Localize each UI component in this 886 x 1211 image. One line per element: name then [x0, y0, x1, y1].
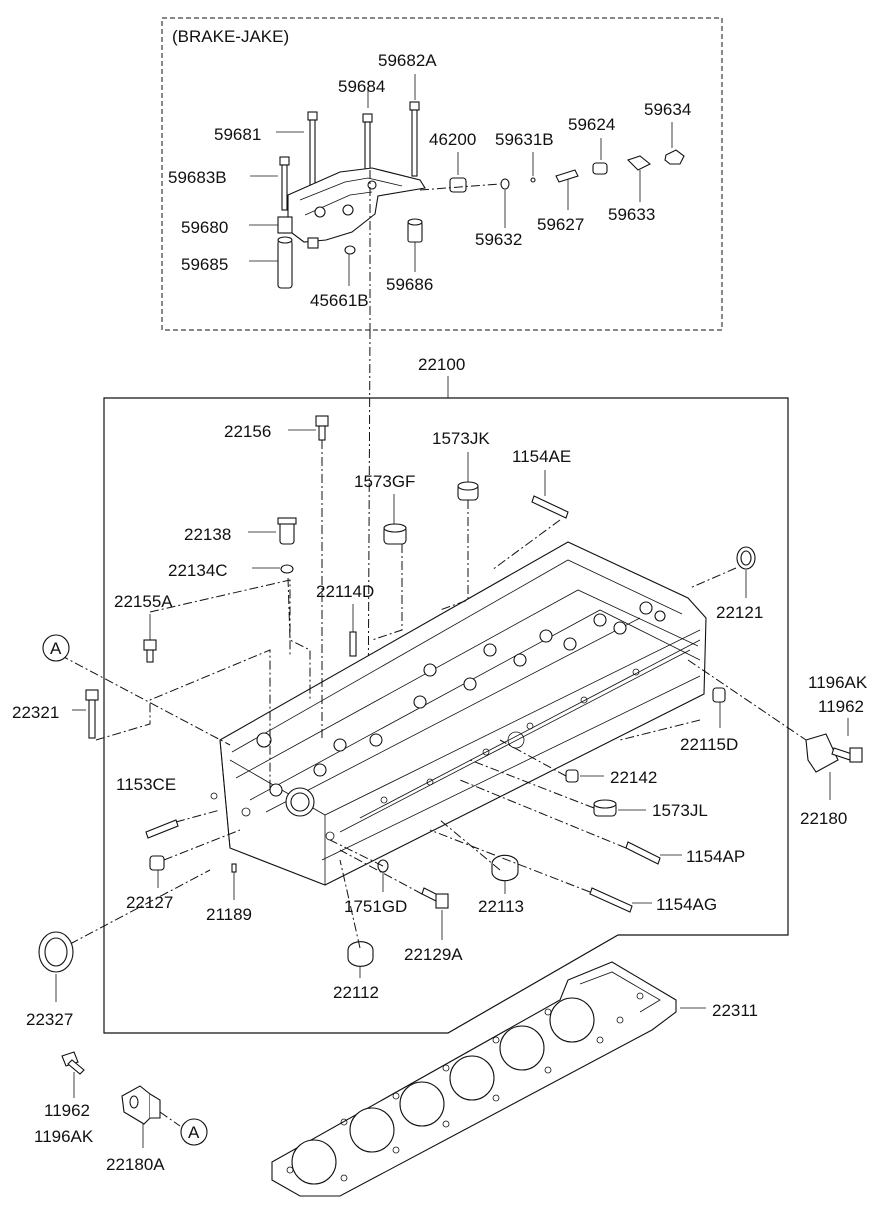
label-59684[interactable]: 59684 — [338, 77, 385, 96]
label-59627[interactable]: 59627 — [537, 215, 584, 234]
bolt-22129A-icon — [421, 887, 449, 909]
label-22321[interactable]: 22321 — [12, 703, 59, 722]
label-22180[interactable]: 22180 — [800, 809, 847, 828]
plunger-59627-icon — [555, 169, 579, 183]
label-46200[interactable]: 46200 — [429, 130, 476, 149]
label-22138[interactable]: 22138 — [184, 525, 231, 544]
ref-marker-a-top-label: A — [50, 639, 62, 658]
label-22121[interactable]: 22121 — [716, 603, 763, 622]
label-1196AK-right[interactable]: 1196AK — [808, 673, 868, 692]
cylinder-head-box — [103, 397, 789, 1034]
cylinder-head-group: 22100 22156 1573JK 1154AE 1573GF 22138 2… — [12, 355, 807, 1034]
label-22180A[interactable]: 22180A — [106, 1155, 165, 1174]
label-1154AG[interactable]: 1154AG — [656, 895, 717, 914]
plug-22138-icon — [277, 517, 297, 545]
label-59624[interactable]: 59624 — [568, 115, 615, 134]
label-59683B[interactable]: 59683B — [168, 168, 227, 187]
ref-marker-a-bottom[interactable] — [180, 1118, 208, 1146]
label-22155A[interactable]: 22155A — [114, 592, 173, 611]
label-22129A[interactable]: 22129A — [404, 945, 463, 964]
label-22114D[interactable]: 22114D — [316, 582, 374, 601]
ball-59632-icon — [500, 178, 510, 190]
dowel-22114D-icon — [349, 631, 357, 657]
seal-1573JK-icon — [457, 481, 479, 501]
label-59681[interactable]: 59681 — [214, 125, 261, 144]
label-22115D[interactable]: 22115D — [680, 735, 738, 754]
brake-jake-title: (BRAKE-JAKE) — [172, 27, 289, 46]
seal-1573JL-icon — [593, 799, 617, 817]
label-59682A[interactable]: 59682A — [378, 51, 437, 70]
label-22134C[interactable]: 22134C — [168, 561, 228, 580]
label-45661B[interactable]: 45661B — [310, 291, 369, 310]
adjuster-59633-icon — [626, 155, 652, 171]
label-59634[interactable]: 59634 — [644, 100, 691, 119]
label-1573JK[interactable]: 1573JK — [432, 429, 490, 448]
label-22112[interactable]: 22112 — [333, 983, 379, 1002]
label-22142[interactable]: 22142 — [610, 768, 657, 787]
bolt-59682A-icon — [409, 101, 420, 177]
seal-22327-icon — [38, 931, 74, 973]
label-59631B[interactable]: 59631B — [495, 130, 554, 149]
cap-22127-icon — [149, 855, 165, 871]
piston-46200-icon — [449, 177, 467, 193]
bolt-22155A-icon — [143, 639, 157, 663]
label-11962-left[interactable]: 11962 — [44, 1101, 90, 1120]
label-59633[interactable]: 59633 — [608, 205, 655, 224]
label-21189[interactable]: 21189 — [206, 905, 252, 924]
outside-group: A 1196AK 11962 22180 22327 22311 — [26, 634, 868, 1197]
pin-59631B-icon — [530, 177, 536, 183]
stud-1154AP-icon — [625, 841, 661, 865]
stud-1154AG-icon — [589, 887, 633, 913]
label-1196AK-left[interactable]: 1196AK — [34, 1127, 94, 1146]
bolt-11962-left-icon — [61, 1051, 85, 1075]
label-59680[interactable]: 59680 — [181, 218, 228, 237]
plug-22142-icon — [565, 769, 579, 783]
bolt-22156-icon — [315, 415, 329, 441]
label-22113[interactable]: 22113 — [478, 897, 524, 916]
label-22100[interactable]: 22100 — [418, 355, 465, 374]
label-59685[interactable]: 59685 — [181, 255, 228, 274]
bracket-22180-icon — [805, 733, 839, 773]
cap-22115D-icon — [712, 687, 726, 703]
label-1154AE[interactable]: 1154AE — [512, 447, 571, 466]
nut-59634-icon — [664, 149, 685, 165]
label-1751GD[interactable]: 1751GD — [344, 897, 407, 916]
stud-1154AE-icon — [531, 495, 569, 519]
brake-housing-59680-icon — [277, 167, 426, 249]
label-22156[interactable]: 22156 — [224, 422, 271, 441]
bolt-59683B-icon — [279, 156, 290, 211]
label-1573GF[interactable]: 1573GF — [354, 472, 415, 491]
label-11962-right[interactable]: 11962 — [818, 697, 864, 716]
bolt-11962-right-icon — [831, 747, 863, 763]
cylinder-head-body-icon — [210, 541, 707, 886]
plug-22112-icon — [347, 941, 374, 967]
oring-22134C-icon — [280, 564, 294, 574]
brake-jake-group: (BRAKE-JAKE) 59682A 59684 59681 46200 59… — [161, 17, 723, 331]
bolt-59684-icon — [362, 113, 373, 171]
label-1573JL[interactable]: 1573JL — [652, 801, 708, 820]
bracket-22180A-icon — [121, 1085, 161, 1125]
ref-marker-a-bottom-label: A — [188, 1123, 200, 1142]
label-59632[interactable]: 59632 — [475, 230, 522, 249]
label-1153CE[interactable]: 1153CE — [116, 775, 176, 794]
label-59686[interactable]: 59686 — [386, 275, 433, 294]
sleeve-59686-icon — [407, 218, 423, 243]
label-1154AP[interactable]: 1154AP — [686, 847, 745, 866]
cap-59624-icon — [592, 162, 608, 175]
label-22311[interactable]: 22311 — [712, 1001, 758, 1020]
head-gasket-22311-icon — [271, 961, 677, 1197]
seal-1573GF-icon — [383, 523, 407, 545]
brake-jake-box — [161, 17, 723, 331]
bolt-22321-icon — [85, 689, 99, 739]
seal-22121-icon — [736, 546, 756, 570]
pin-21189-icon — [231, 863, 237, 873]
sleeve-59685-icon — [277, 236, 293, 289]
label-22327[interactable]: 22327 — [26, 1010, 73, 1029]
washer-45661B-icon — [344, 245, 356, 255]
stud-1153CE-icon — [145, 819, 179, 839]
ref-marker-a-top[interactable] — [42, 634, 70, 662]
label-22127[interactable]: 22127 — [126, 893, 173, 912]
